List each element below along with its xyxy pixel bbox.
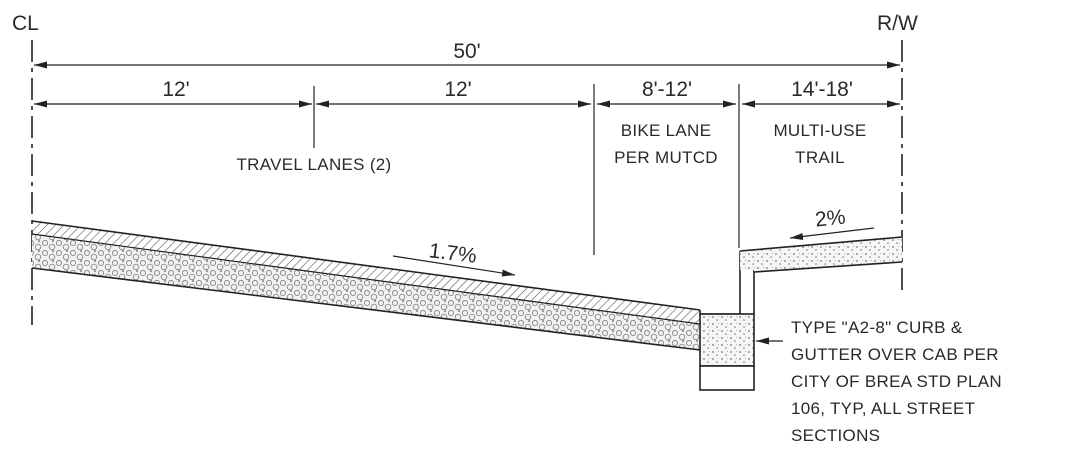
bike-lane-label-line-1: BIKE LANE [621,121,712,140]
trail-slope-text: 2% [814,206,847,232]
curb-face-outline [699,251,741,315]
curb-note-line-1: TYPE "A2-8" CURB & [791,318,963,337]
trail-label-line-2: TRAIL [795,148,845,167]
lane-1-dimension-text: 12' [162,78,189,101]
curb-note-line-4: 106, TYP, ALL STREET [791,399,975,418]
roadway-slope-arrow [392,255,516,277]
trail-surface-layer [740,237,902,272]
curb-note-line-3: CITY OF BREA STD PLAN [791,372,1002,391]
centerline-label: CL [12,12,39,35]
roadway-surface-line [31,220,701,311]
roadway-subgrade-line [31,267,701,351]
roadway-slope-text: 1.7% [428,239,478,268]
curb-note-line-5: SECTIONS [791,426,880,445]
bike-lane-dimension-text: 8'-12' [642,78,692,101]
trail-bottom-line [753,261,903,273]
bike-lane-label-line-2: PER MUTCD [614,148,718,167]
lane-2-dimension-text: 12' [444,78,471,101]
curb-gutter-block [699,313,755,367]
trail-dimension-text: 14'-18' [791,78,853,101]
roadway-base-layer [32,234,700,350]
trail-surface-line [739,236,903,252]
roadway-pavement-layer [32,221,700,324]
curb-aggregate-base [699,365,755,391]
total-dimension-text: 50' [453,40,480,63]
pavement-bottom-line [31,233,701,325]
curb-note-line-2: GUTTER OVER CAB PER [791,345,999,364]
trail-label-line-1: MULTI-USE [773,121,866,140]
trail-slope-arrow [789,227,875,240]
right-of-way-label: R/W [877,12,918,35]
travel-lanes-label: TRAVEL LANES (2) [236,155,391,174]
